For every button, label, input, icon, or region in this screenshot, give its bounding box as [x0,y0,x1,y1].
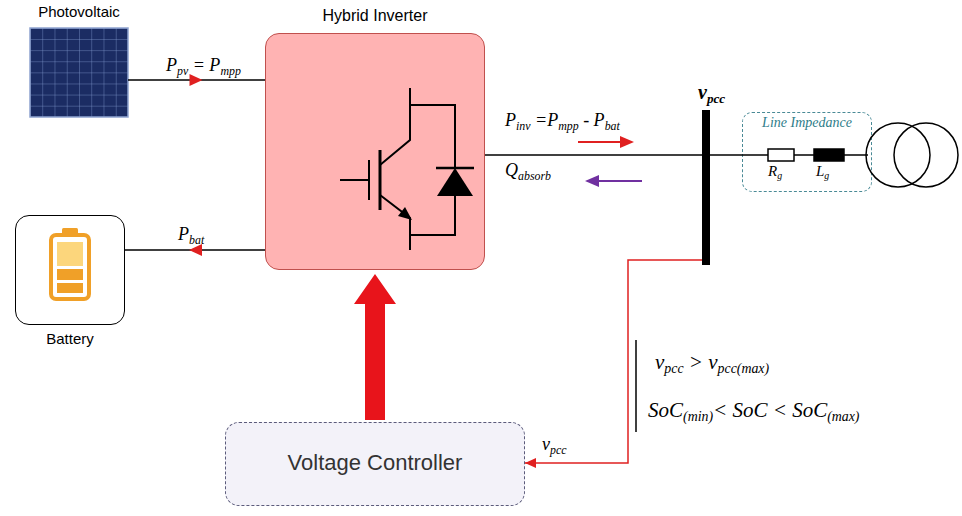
subscript: pv [177,64,188,78]
wire [710,154,742,156]
subscript: absorb [518,169,551,183]
subscript: g [777,170,782,181]
edge-label: vpcc [542,434,566,455]
component-label: Lg [816,163,829,180]
condition-text: vpcc > vpcc(max) [655,350,769,374]
bus-label: vpcc [698,81,725,104]
subscript: pcc(max) [718,361,770,376]
edge-label: Pinv =Pmpp - Pbat [505,110,620,131]
pcc-bus: vpcc [702,110,710,265]
node-title: Battery [0,330,184,347]
connector [354,274,396,420]
wire [525,260,702,463]
subscript: inv [516,119,531,133]
subscript: pcc [707,91,725,106]
subscript: mpp [220,64,240,78]
controller-title: Voltage Controller [166,450,584,475]
subscript: (max) [827,409,859,424]
solar-panel [30,28,128,117]
arrow-head [190,74,203,86]
arrow-head [525,458,536,468]
subscript: pcc [550,443,566,457]
battery-icon [51,228,89,299]
connector [128,74,265,86]
power-flow-arrow [578,136,634,148]
line-wire [742,154,868,156]
subscript: (min) [683,409,713,424]
inductor-symbol [814,149,844,161]
condition-text: SoC(min)< SoC < SoC(max) [648,398,859,422]
connector [485,155,702,156]
wire [128,79,265,81]
connector [710,155,742,156]
transformer-symbol [894,123,958,187]
impedance-title: Line Impedance [683,115,931,131]
transformer-symbol [866,123,930,187]
impedance-box: Line ImpedanceRgLg [742,112,872,192]
subscript: bat [605,119,620,133]
igbt-symbol [340,88,474,250]
subscript: bat [189,233,204,247]
wire [485,154,702,156]
subscript: pcc [664,361,683,376]
diode-symbol [437,168,473,196]
pv-panel: Photovoltaic [30,28,128,117]
edge-label: Ppv = Pmpp [166,55,241,76]
resistor-symbol [768,149,794,161]
reactive-power-arrow [585,175,642,187]
controller-box: Voltage Controller [225,422,525,506]
control-arrow [354,274,396,420]
subscript: g [824,170,829,181]
node-title: Hybrid Inverter [206,7,544,25]
edge-label: Pbat [178,224,204,245]
battery-box: Battery [15,215,125,325]
wire [125,249,265,251]
emitter-arrow [398,207,412,220]
condition-bracket [635,340,637,432]
component-label: Rg [768,163,782,180]
subscript: mpp [558,119,578,133]
inverter-box: Hybrid Inverter [265,33,485,270]
connector [525,260,702,468]
reactive-power-label: Qabsorb [505,160,551,181]
node-title: Photovoltaic [0,3,188,20]
